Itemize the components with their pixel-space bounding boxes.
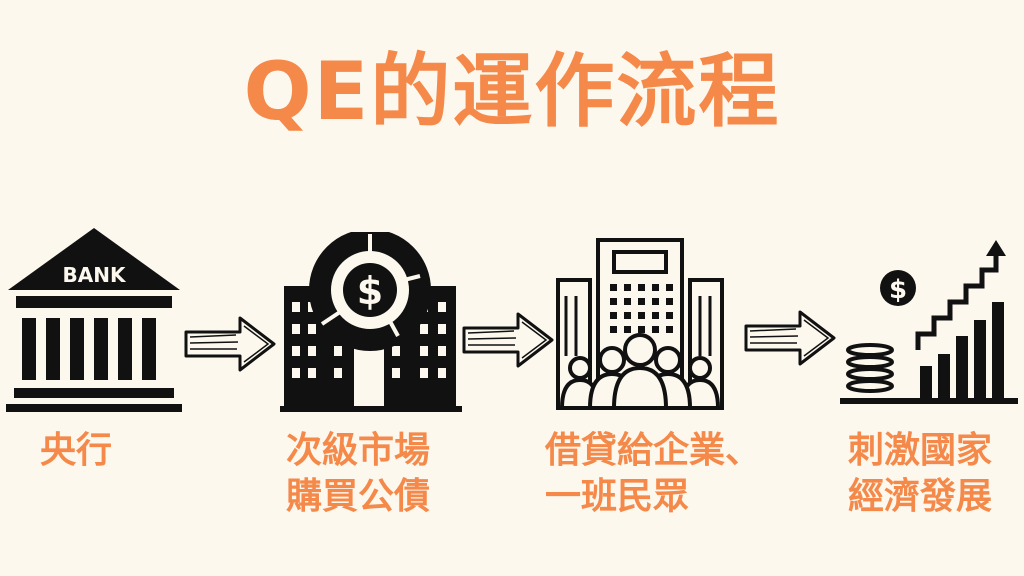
step-label-lending: 借貸給企業、 一班民眾 (545, 430, 762, 517)
step-label-secondary-market: 次級市場 購買公債 (286, 430, 431, 517)
dollar-sign: $ (357, 269, 383, 313)
step-label-stimulate-economy: 刺激國家 經濟發展 (848, 430, 993, 517)
right-arrow-icon (462, 312, 554, 368)
bank-label: BANK (63, 263, 127, 287)
city-dollar-icon: $ (280, 232, 462, 412)
building-people-icon (556, 238, 724, 410)
right-arrow-icon (184, 316, 276, 372)
growth-chart-icon: $ (840, 240, 1018, 404)
step-label-central-bank: 央行 (40, 430, 113, 471)
dollar-sign: $ (889, 275, 907, 305)
bank-icon: BANK (6, 228, 182, 412)
right-arrow-icon (744, 310, 836, 366)
diagram-title: QE的運作流程 (243, 45, 781, 138)
